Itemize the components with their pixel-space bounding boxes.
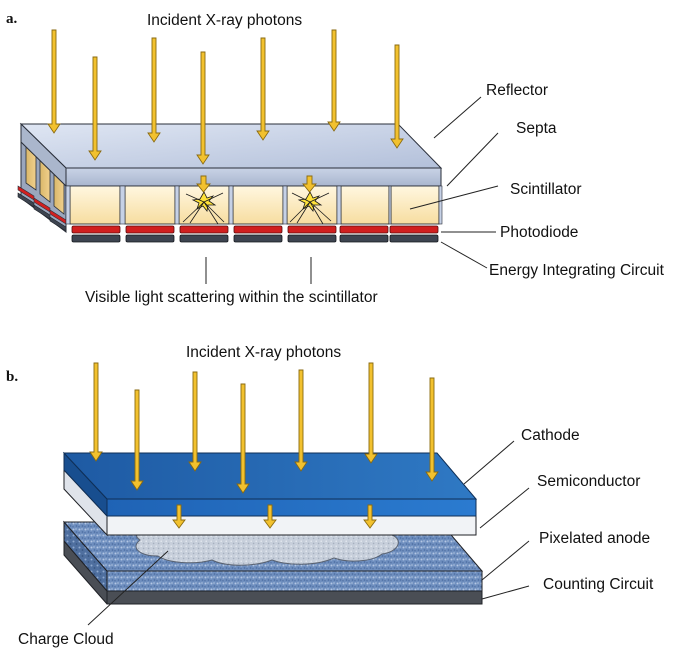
septa-label: Septa (516, 120, 557, 137)
incident-arrows-b (89, 362, 439, 494)
panel-b-label: b. (6, 369, 19, 385)
charge-cloud-label: Charge Cloud (18, 631, 114, 648)
reflector-front (65, 167, 442, 187)
energy-integrating-circuits (71, 234, 439, 243)
photodiode-label: Photodiode (500, 224, 579, 241)
leader-lines-b (87, 440, 530, 626)
semiconductor-label: Semiconductor (537, 473, 641, 490)
pixelated-anode-front (106, 570, 483, 592)
panel-b-title: Incident X-ray photons (186, 344, 342, 361)
cathode-top (62, 452, 478, 500)
counting-circuit-front (106, 590, 483, 605)
cathode-front (106, 498, 477, 517)
panel-a-detector (17, 122, 443, 243)
photodiodes (71, 225, 439, 234)
semiconductor-front (106, 515, 477, 536)
energy-integrating-circuit-label: Energy Integrating Circuit (489, 262, 664, 279)
septa-walls (65, 185, 443, 225)
absorbed-photon-arrows-a (196, 175, 317, 193)
absorbed-photon-arrows-b (172, 504, 377, 529)
scintillation-burst-1 (182, 191, 225, 225)
reflector-top (19, 123, 443, 169)
scintillation-burst-2 (289, 191, 332, 225)
scintillator-label: Scintillator (510, 181, 582, 198)
cathode-label: Cathode (521, 427, 580, 444)
leader-lines-a (205, 96, 499, 284)
incident-arrows-a (47, 29, 404, 165)
scintillator-cells (69, 185, 440, 225)
pixelated-anode-label: Pixelated anode (539, 530, 651, 547)
counting-circuit-label: Counting Circuit (543, 576, 654, 593)
reflector-label: Reflector (486, 82, 549, 99)
panel-a-title: Incident X-ray photons (147, 12, 303, 29)
panel-a-label: a. (6, 11, 18, 27)
panel-b-detector (62, 451, 484, 605)
scattering-label: Visible light scattering within the scin… (85, 289, 378, 306)
